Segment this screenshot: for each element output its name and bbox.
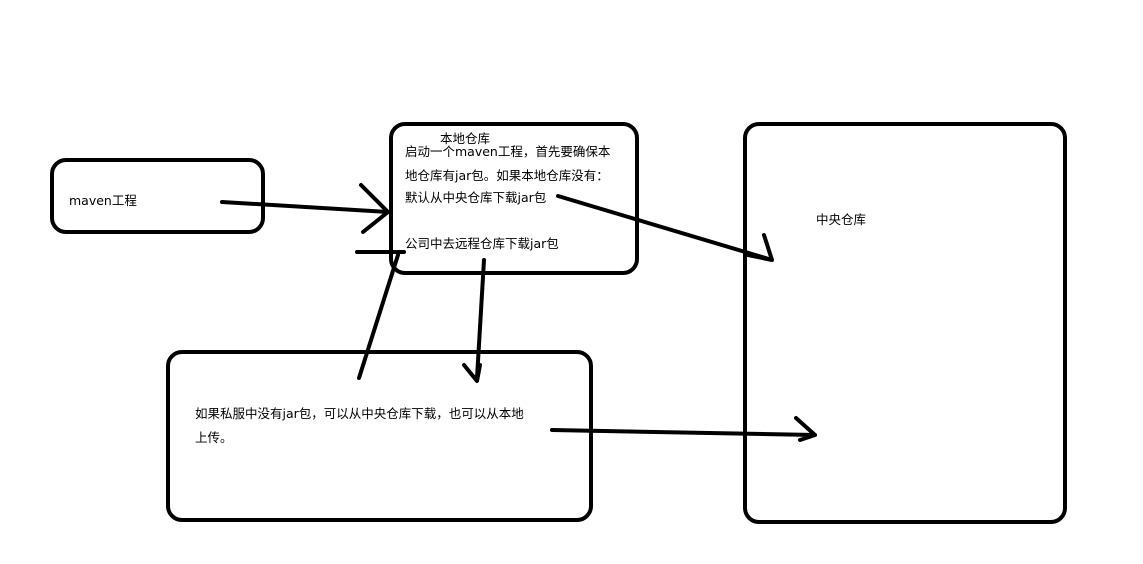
arrow-private-to-central [550,416,817,442]
private-server-box [166,350,593,522]
local-repo-line-4: 公司中去远程仓库下载jar包 [405,236,559,251]
arrow-local-to-private [462,258,486,383]
arrow-project-to-local [220,183,390,234]
local-repo-line-1: 启动一个maven工程，首先要确保本 [405,144,611,159]
maven-project-label: maven工程 [69,193,137,208]
arrow-private-to-local [355,250,406,380]
private-server-line-1: 如果私服中没有jar包，可以从中央仓库下载，也可以从本地 [195,406,524,421]
local-repo-title: 本地仓库 [440,131,490,146]
maven-project-box [50,158,265,234]
central-repo-box [743,122,1067,524]
private-server-line-2: 上传。 [195,430,233,445]
arrow-local-to-central [556,194,774,262]
central-repo-title: 中央仓库 [816,212,866,227]
local-repo-box [389,122,639,275]
local-repo-line-3: 默认从中央仓库下载jar包 [405,190,546,205]
local-repo-line-2: 地仓库有jar包。如果本地仓库没有： [405,168,609,183]
